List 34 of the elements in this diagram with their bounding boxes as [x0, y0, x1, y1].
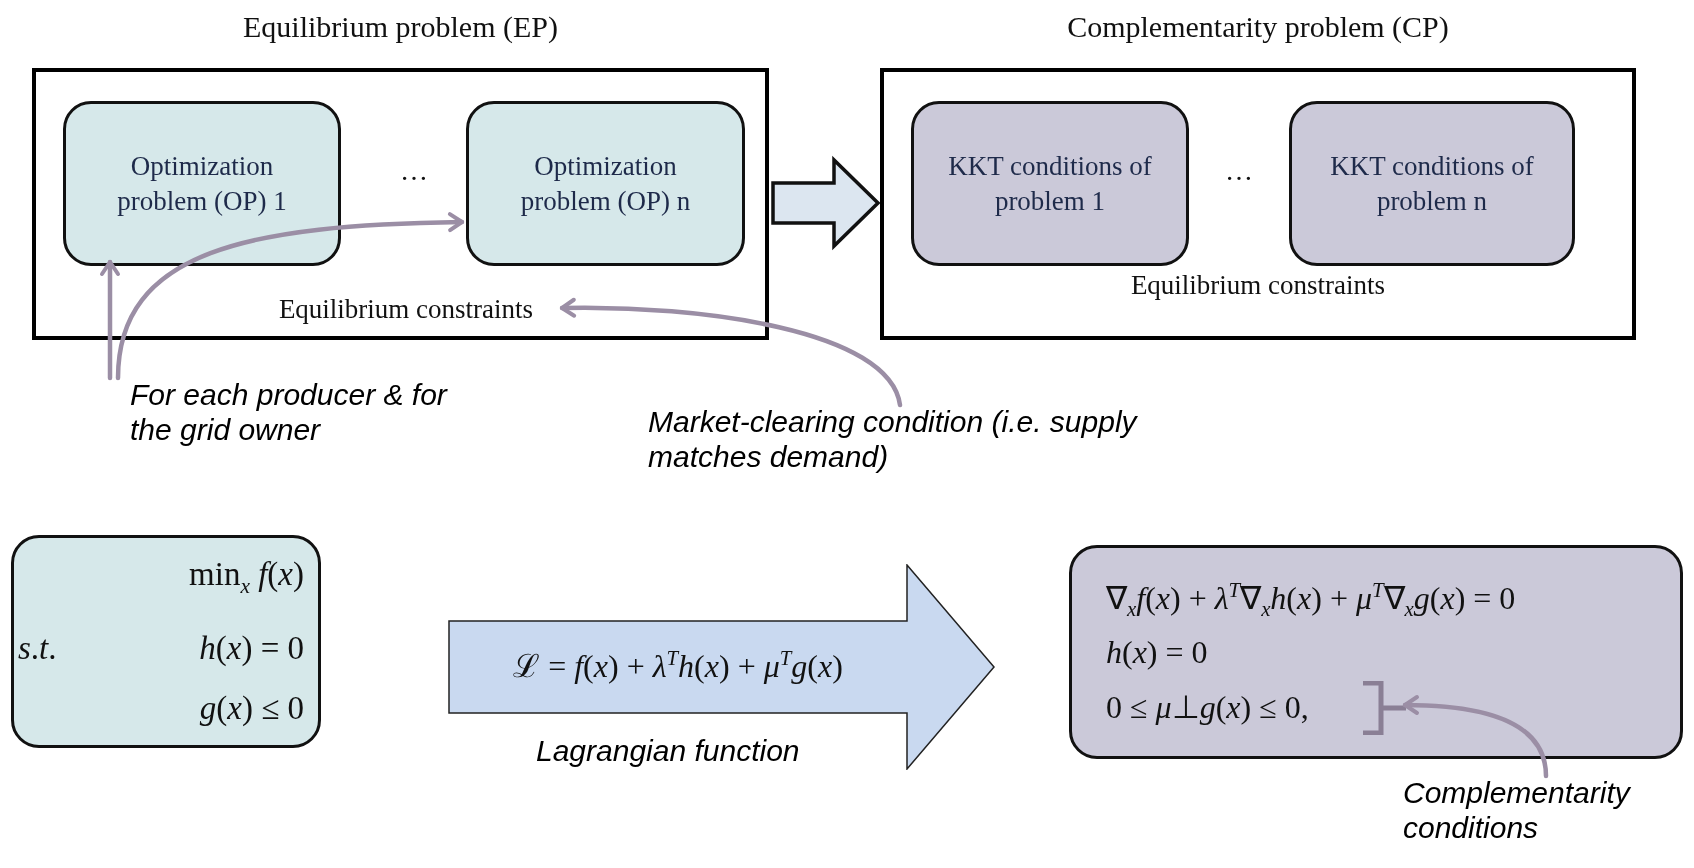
callout-text: For each producer & for the grid owner — [130, 378, 449, 447]
callout-text: Complementarity conditions — [1403, 776, 1632, 845]
caption-text: Lagrangian function — [536, 734, 800, 768]
optimization-box — [466, 101, 745, 266]
block-arrow — [771, 155, 881, 251]
box-label: Optimization problem (OP) n — [519, 149, 692, 218]
section-title: Equilibrium problem (EP) — [242, 10, 559, 44]
kkt-box — [911, 101, 1189, 266]
box-label: KKT conditions of problem n — [1329, 149, 1535, 218]
formula-text: ∇$_{x}$f(x) + λ$^{T}$∇$_{x}$h(x) + μ$^{T}$∇$_{x}$g(x) = 0 — [1106, 578, 1516, 622]
leader-arrow — [559, 297, 903, 408]
formula-text: h(x) = 0 — [1106, 634, 1208, 671]
constraint-text: Equilibrium constraints — [1129, 270, 1387, 301]
formula-text: s.t. — [18, 630, 58, 667]
leader-arrow — [115, 212, 465, 381]
callout-text: Market-clearing condition (i.e. supply matches demand) — [648, 405, 1139, 474]
formula-text: h(x) = 0 — [198, 630, 304, 667]
section-title: Complementarity problem (CP) — [1066, 10, 1450, 44]
box-label: KKT conditions of problem 1 — [947, 149, 1153, 218]
formula-text: min$_{x}$ f(x) — [188, 556, 304, 599]
optimization-box — [63, 101, 341, 266]
ellipsis-text: … — [400, 155, 428, 187]
leader-arrow — [100, 259, 120, 381]
bracket-symbol — [1361, 681, 1408, 735]
ellipsis-text: … — [1225, 155, 1253, 187]
formula-box — [11, 535, 321, 748]
formula-text: 0 ≤ μ⊥g(x) ≤ 0, — [1106, 688, 1309, 726]
lagrangian-arrow — [448, 564, 996, 770]
formula-box — [1069, 545, 1683, 759]
kkt-box — [1289, 101, 1575, 266]
box-label: Optimization problem (OP) 1 — [116, 149, 288, 218]
formula-text: ℒ = f(x) + λ$^{T}$h(x) + μ$^{T}$g(x) — [512, 645, 844, 686]
formula-text: g(x) ≤ 0 — [198, 690, 304, 727]
constraint-text: Equilibrium constraints — [277, 294, 535, 325]
